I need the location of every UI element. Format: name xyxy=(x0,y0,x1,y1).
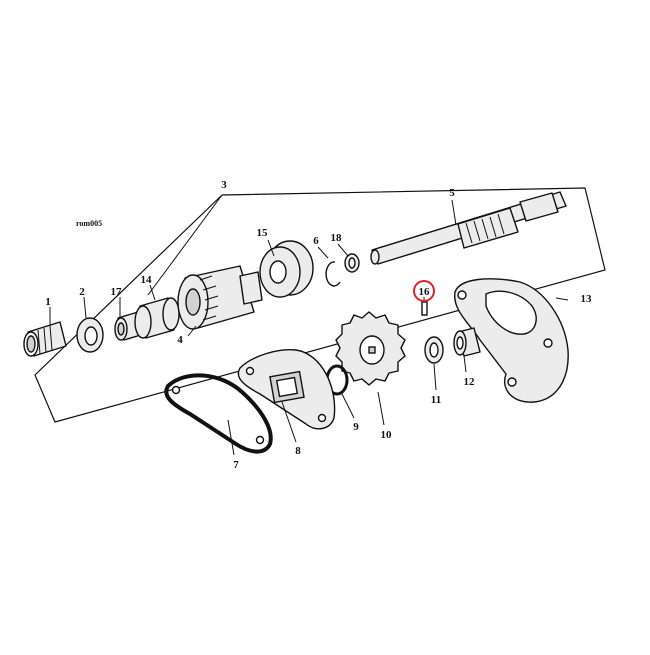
leader-3-left xyxy=(147,194,223,296)
callout-8[interactable]: 8 xyxy=(295,445,301,457)
highlight-circle xyxy=(413,280,435,302)
callout-4[interactable]: 4 xyxy=(177,334,183,346)
roller-clutch-part[interactable] xyxy=(259,240,314,298)
starter-housing-part[interactable] xyxy=(454,278,569,403)
callout-9[interactable]: 9 xyxy=(353,421,359,433)
callout-13[interactable]: 13 xyxy=(581,293,593,305)
callout-12[interactable]: 12 xyxy=(464,376,476,388)
callout-18[interactable]: 18 xyxy=(331,232,343,244)
starter-shaft-part[interactable] xyxy=(370,191,567,265)
starter-drive-part[interactable] xyxy=(177,265,263,330)
callout-3[interactable]: 3 xyxy=(221,179,227,191)
leader-lines xyxy=(49,199,569,456)
washer-part[interactable] xyxy=(76,317,104,353)
callout-10[interactable]: 10 xyxy=(381,429,393,441)
retaining-ring-part[interactable] xyxy=(325,261,341,287)
bushing-part[interactable] xyxy=(344,253,360,273)
thrust-washer-part[interactable] xyxy=(424,336,444,364)
pin-part[interactable] xyxy=(421,301,428,316)
callout-6[interactable]: 6 xyxy=(313,235,319,247)
needle-bearing-part[interactable] xyxy=(23,321,67,357)
callout-7[interactable]: 7 xyxy=(233,459,239,471)
callout-2[interactable]: 2 xyxy=(79,286,85,298)
callout-17[interactable]: 17 xyxy=(111,286,123,298)
callout-14[interactable]: 14 xyxy=(141,274,153,286)
callout-15[interactable]: 15 xyxy=(257,227,269,239)
callout-1[interactable]: 1 xyxy=(45,296,51,308)
drawing-code: rom005 xyxy=(76,219,102,228)
idler-gear-part[interactable] xyxy=(335,311,406,386)
callout-5[interactable]: 5 xyxy=(449,187,455,199)
callout-labels: 1 2 3 4 5 6 7 8 9 10 11 12 13 14 15 16 1… xyxy=(45,179,592,471)
sleeve-part[interactable] xyxy=(453,327,481,357)
mounting-plate-part[interactable] xyxy=(237,349,336,430)
clutch-sleeve-part[interactable] xyxy=(134,297,180,339)
gasket-part[interactable] xyxy=(164,373,273,454)
callout-16[interactable]: 16 xyxy=(419,286,431,298)
callout-11[interactable]: 11 xyxy=(431,394,441,406)
